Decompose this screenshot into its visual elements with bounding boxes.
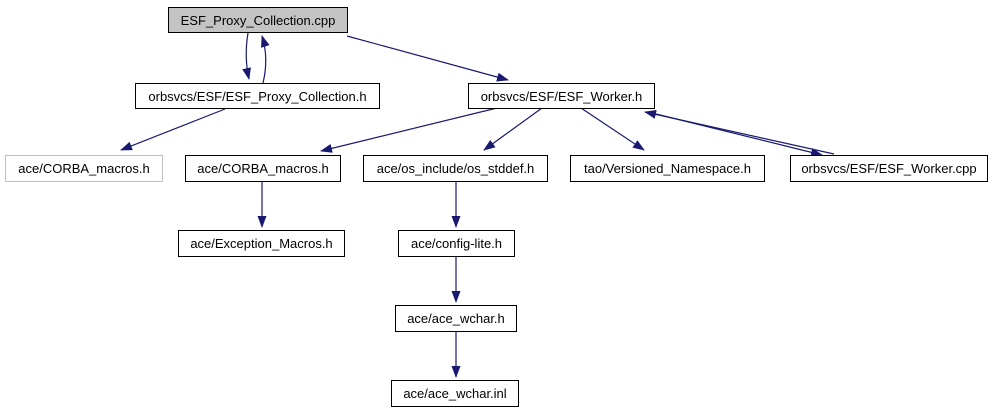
node-ace-exception-macros[interactable]: ace/Exception_Macros.h — [178, 230, 345, 257]
node-esf-proxy-collection-cpp: ESF_Proxy_Collection.cpp — [168, 7, 348, 33]
edge-worker-h-to-corba-macros — [320, 107, 498, 153]
edge-worker-cpp-to-worker-h — [644, 109, 835, 155]
edge-proxycollection-h-to-cpp — [261, 35, 270, 84]
node-ace-corba-macros[interactable]: ace/CORBA_macros.h — [185, 155, 341, 182]
node-esf-worker-cpp[interactable]: orbsvcs/ESF/ESF_Worker.cpp — [790, 155, 988, 182]
node-ace-os-include-os-stddef[interactable]: ace/os_include/os_stddef.h — [363, 155, 548, 182]
edge-proxycollection-h-to-corba-macros-external — [120, 108, 226, 151]
edge-worker-h-to-os-stddef — [483, 107, 543, 151]
edge-proxycollection-cpp-to-h — [242, 32, 251, 80]
node-esf-proxy-collection-h[interactable]: orbsvcs/ESF/ESF_Proxy_Collection.h — [135, 83, 380, 109]
edge-worker-h-to-worker-cpp — [651, 112, 823, 157]
node-ace-ace-wchar-h[interactable]: ace/ace_wchar.h — [395, 305, 517, 332]
node-esf-worker-h[interactable]: orbsvcs/ESF/ESF_Worker.h — [468, 83, 655, 109]
node-ace-config-lite[interactable]: ace/config-lite.h — [398, 230, 515, 257]
edge-worker-h-to-versioned-namespace — [580, 107, 645, 151]
node-ace-ace-wchar-inl[interactable]: ace/ace_wchar.inl — [391, 380, 519, 407]
edge-proxycollection-cpp-to-worker-h — [346, 35, 509, 82]
node-ace-corba-macros-external: ace/CORBA_macros.h — [5, 155, 163, 182]
node-tao-versioned-namespace[interactable]: tao/Versioned_Namespace.h — [570, 155, 765, 182]
